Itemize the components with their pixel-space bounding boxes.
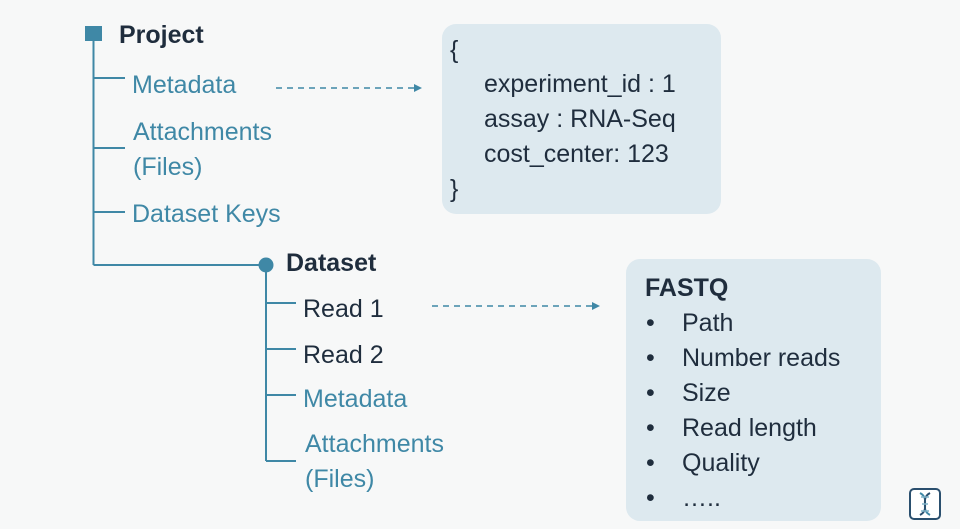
project-title: Project (119, 21, 204, 49)
bullet-icon: • (646, 344, 655, 372)
arrow-head-icon (414, 84, 422, 92)
metadata-box: { experiment_id : 1 assay : RNA-Seq cost… (442, 24, 721, 214)
fastq-item-label: Quality (682, 449, 760, 477)
fastq-item: • Quality (646, 451, 876, 486)
dataset-item-attachments-sub: (Files) (305, 465, 375, 493)
fastq-item: • ….. (646, 486, 876, 521)
dna-logo-icon (909, 488, 941, 520)
dataset-title: Dataset (286, 249, 377, 277)
dataset-item-metadata: Metadata (303, 385, 408, 413)
fastq-item-label: Number reads (682, 344, 841, 372)
fastq-title: FASTQ (645, 274, 729, 302)
bullet-icon: • (646, 309, 655, 337)
project-item-dataset-keys: Dataset Keys (132, 200, 281, 228)
fastq-item-label: Size (682, 379, 731, 407)
fastq-item-label: ….. (682, 484, 721, 512)
fastq-item: • Number reads (646, 346, 876, 381)
bullet-icon: • (646, 449, 655, 477)
json-line-assay: assay : RNA-Seq (484, 105, 676, 133)
bullet-icon: • (646, 414, 655, 442)
circle-marker-icon (258, 257, 274, 273)
json-open-brace: { (450, 36, 459, 64)
dataset-item-read2: Read 2 (303, 341, 384, 369)
project-item-metadata: Metadata (132, 71, 237, 99)
project-item-attachments: Attachments (133, 118, 272, 146)
project-item-attachments-sub: (Files) (133, 153, 203, 181)
fastq-item-label: Read length (682, 414, 817, 442)
dataset-item-attachments: Attachments (305, 430, 444, 458)
fastq-item-label: Path (682, 309, 734, 337)
bullet-icon: • (646, 379, 655, 407)
fastq-item: • Size (646, 381, 876, 416)
json-line-experiment-id: experiment_id : 1 (484, 70, 676, 98)
json-close-brace: } (450, 175, 459, 203)
json-line-cost-center: cost_center: 123 (484, 140, 669, 168)
fastq-item: • Path (646, 311, 876, 346)
fastq-item: • Read length (646, 416, 876, 451)
square-marker-icon (85, 26, 102, 41)
bullet-icon: • (646, 484, 655, 512)
dataset-item-read1: Read 1 (303, 295, 384, 323)
fastq-box: FASTQ • Path • Number reads • Size • Rea… (626, 259, 881, 521)
arrow-head-icon (592, 302, 600, 310)
